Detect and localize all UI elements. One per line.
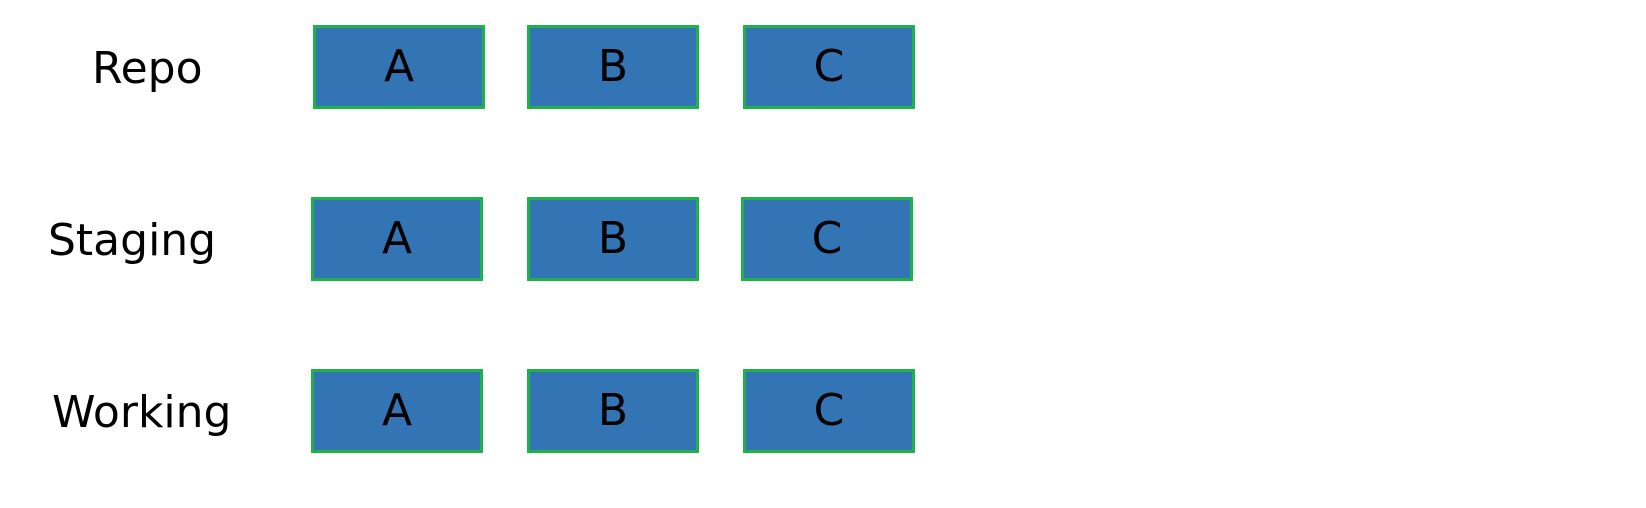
- repo-box-a: A: [313, 25, 485, 109]
- repo-box-a-label: A: [383, 41, 415, 92]
- row-label-working: Working: [52, 387, 232, 438]
- row-label-repo: Repo: [92, 43, 203, 94]
- repo-box-c-label: C: [813, 41, 845, 92]
- working-box-a: A: [311, 369, 483, 453]
- staging-box-b-label: B: [597, 213, 629, 264]
- staging-box-c: C: [741, 197, 913, 281]
- row-label-staging: Staging: [48, 215, 217, 266]
- staging-box-a: A: [311, 197, 483, 281]
- working-box-a-label: A: [381, 385, 413, 436]
- repo-box-c: C: [743, 25, 915, 109]
- repo-box-b-label: B: [597, 41, 629, 92]
- working-box-b-label: B: [597, 385, 629, 436]
- working-box-c-label: C: [813, 385, 845, 436]
- working-box-b: B: [527, 369, 699, 453]
- working-box-c: C: [743, 369, 915, 453]
- row-repo: Repo A B C: [0, 25, 940, 113]
- row-working: Working A B C: [0, 369, 940, 457]
- repo-box-b: B: [527, 25, 699, 109]
- row-staging: Staging A B C: [0, 197, 940, 285]
- staging-box-b: B: [527, 197, 699, 281]
- staging-box-a-label: A: [381, 213, 413, 264]
- staging-box-c-label: C: [811, 213, 843, 264]
